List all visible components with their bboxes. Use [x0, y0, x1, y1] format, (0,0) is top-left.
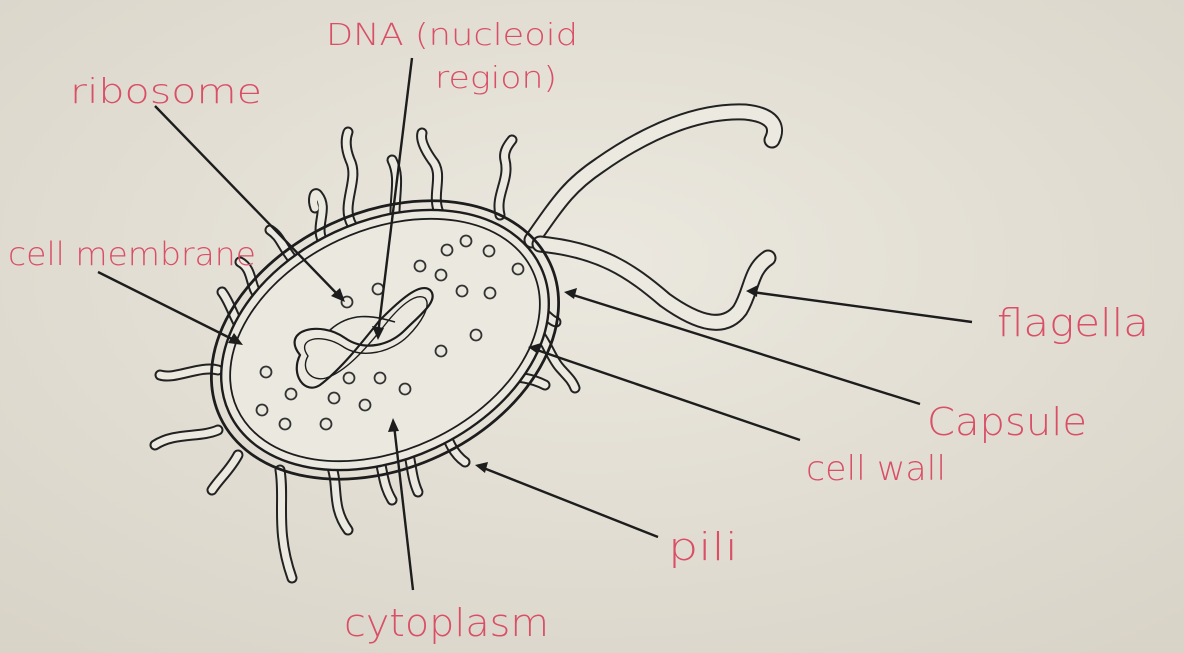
label-cell-wall: cell wall — [806, 449, 946, 489]
label-cell-membrane: cell membrane — [8, 235, 256, 273]
label-pili: pili — [668, 525, 738, 569]
label-capsule: Capsule — [927, 400, 1087, 444]
label-cytoplasm: cytoplasm — [344, 601, 549, 645]
label-dna-line2: region) — [435, 61, 557, 96]
label-flagella: flagella — [997, 301, 1149, 345]
label-dna-line1: DNA (nucleoid — [326, 18, 578, 53]
label-ribosome: ribosome — [70, 72, 262, 112]
